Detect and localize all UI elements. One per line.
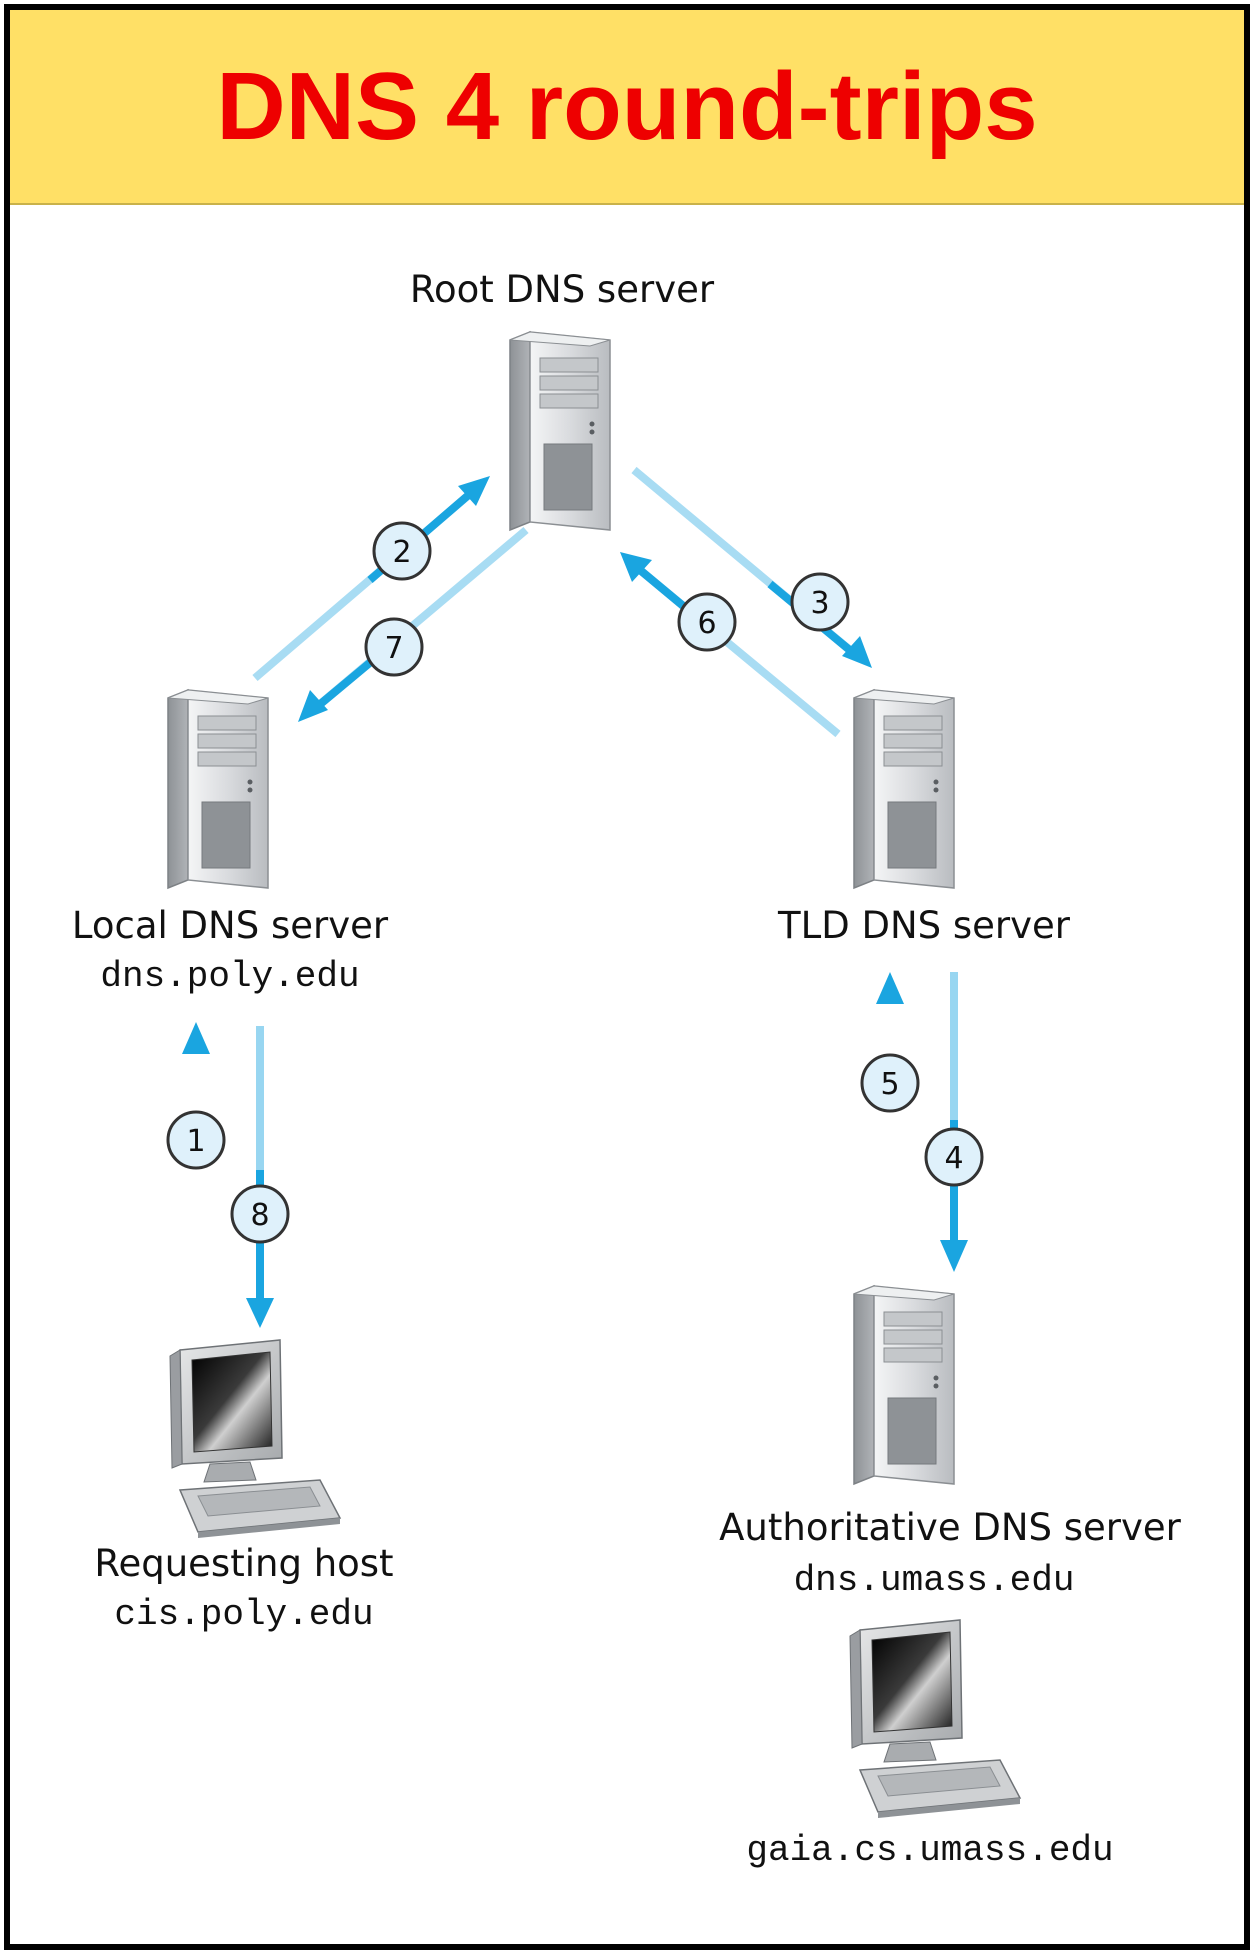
page-title: DNS 4 round-trips [216, 52, 1038, 160]
arrow-head-3 [842, 636, 872, 668]
svg-text:5: 5 [880, 1067, 899, 1102]
svg-text:6: 6 [697, 606, 716, 641]
target-host-hostname: gaia.cs.umass.edu [746, 1830, 1114, 1871]
svg-text:8: 8 [250, 1198, 269, 1233]
svg-text:1: 1 [186, 1124, 205, 1159]
arrow-head-6 [620, 552, 652, 582]
step-badge-3: 3 [790, 572, 850, 632]
arrow-head-4 [940, 1240, 968, 1272]
local-server-label: Local DNS server [71, 904, 389, 947]
step-badge-6: 6 [677, 592, 737, 652]
step-badge-4: 4 [924, 1127, 984, 1187]
requesting-host-hostname: cis.poly.edu [114, 1594, 374, 1635]
step-badges: 1 8 2 7 3 6 5 [166, 521, 984, 1244]
authoritative-server-icon [853, 1285, 955, 1485]
step-badge-1: 1 [166, 1110, 226, 1170]
arrow-head-7 [298, 690, 328, 722]
diagram-frame: DNS 4 round-trips [4, 4, 1250, 1950]
title-band: DNS 4 round-trips [10, 10, 1244, 205]
svg-text:3: 3 [810, 586, 829, 621]
authoritative-server-hostname: dns.umass.edu [793, 1560, 1075, 1601]
arrow-head-5 [876, 972, 904, 1004]
arrow-head-1 [182, 1022, 210, 1054]
root-server-icon [509, 331, 611, 531]
requesting-host-label: Requesting host [94, 1542, 394, 1585]
step-badge-2: 2 [372, 521, 432, 581]
local-server-icon [167, 689, 269, 889]
target-host-computer-icon [849, 1619, 1021, 1819]
local-server-hostname: dns.poly.edu [100, 956, 360, 997]
requesting-host-computer-icon [169, 1339, 341, 1539]
tld-server-icon [853, 689, 955, 889]
step-arrows [182, 466, 968, 1332]
arrow-head-2 [458, 476, 490, 506]
tld-server-label: TLD DNS server [777, 904, 1071, 947]
step-badge-7: 7 [364, 617, 424, 677]
svg-text:7: 7 [384, 631, 403, 666]
authoritative-server-label: Authoritative DNS server [719, 1506, 1181, 1549]
step-badge-8: 8 [230, 1184, 290, 1244]
arrow-head-8 [246, 1298, 274, 1328]
svg-text:2: 2 [392, 535, 411, 570]
step-badge-5: 5 [860, 1053, 920, 1113]
svg-text:4: 4 [944, 1141, 963, 1176]
root-server-label: Root DNS server [409, 268, 715, 311]
dns-diagram: 1 8 2 7 3 6 5 [166, 331, 1021, 1819]
